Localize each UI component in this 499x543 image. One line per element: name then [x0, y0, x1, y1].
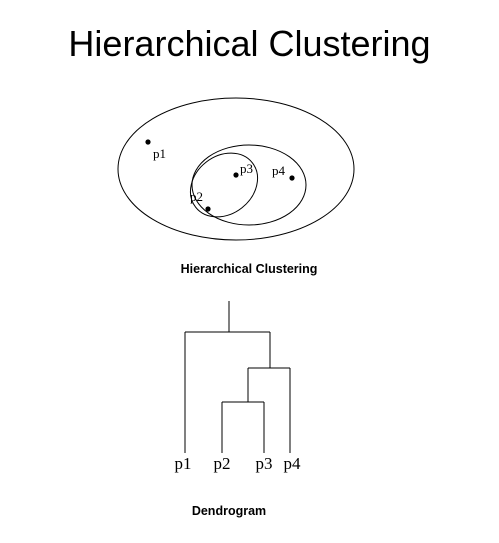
nested-clusters-caption: Hierarchical Clustering — [181, 262, 318, 276]
point-p3-dot — [233, 172, 239, 178]
point-p4-label: p4 — [272, 163, 286, 178]
point-p4-dot — [289, 175, 295, 181]
point-p3-label: p3 — [240, 161, 253, 176]
dendrogram-leaf-p1: p1 — [175, 454, 192, 473]
point-p1-dot — [145, 139, 151, 145]
point-p2-label: p2 — [190, 189, 203, 204]
outer-cluster-ellipse — [117, 97, 355, 241]
slide-title: Hierarchical Clustering — [68, 23, 431, 64]
inner-cluster-ellipse — [189, 152, 259, 218]
dendrogram-leaf-p2: p2 — [214, 454, 231, 473]
middle-cluster-ellipse — [191, 144, 307, 226]
point-p1-label: p1 — [153, 146, 166, 161]
dendrogram: p1 p2 p3 p4 — [175, 301, 302, 473]
nested-cluster-diagram: p1 p2 p3 p4 — [117, 97, 355, 241]
point-p2-dot — [205, 206, 211, 212]
dendrogram-leaf-p3: p3 — [256, 454, 273, 473]
dendrogram-caption: Dendrogram — [192, 504, 266, 518]
dendrogram-leaf-p4: p4 — [284, 454, 302, 473]
